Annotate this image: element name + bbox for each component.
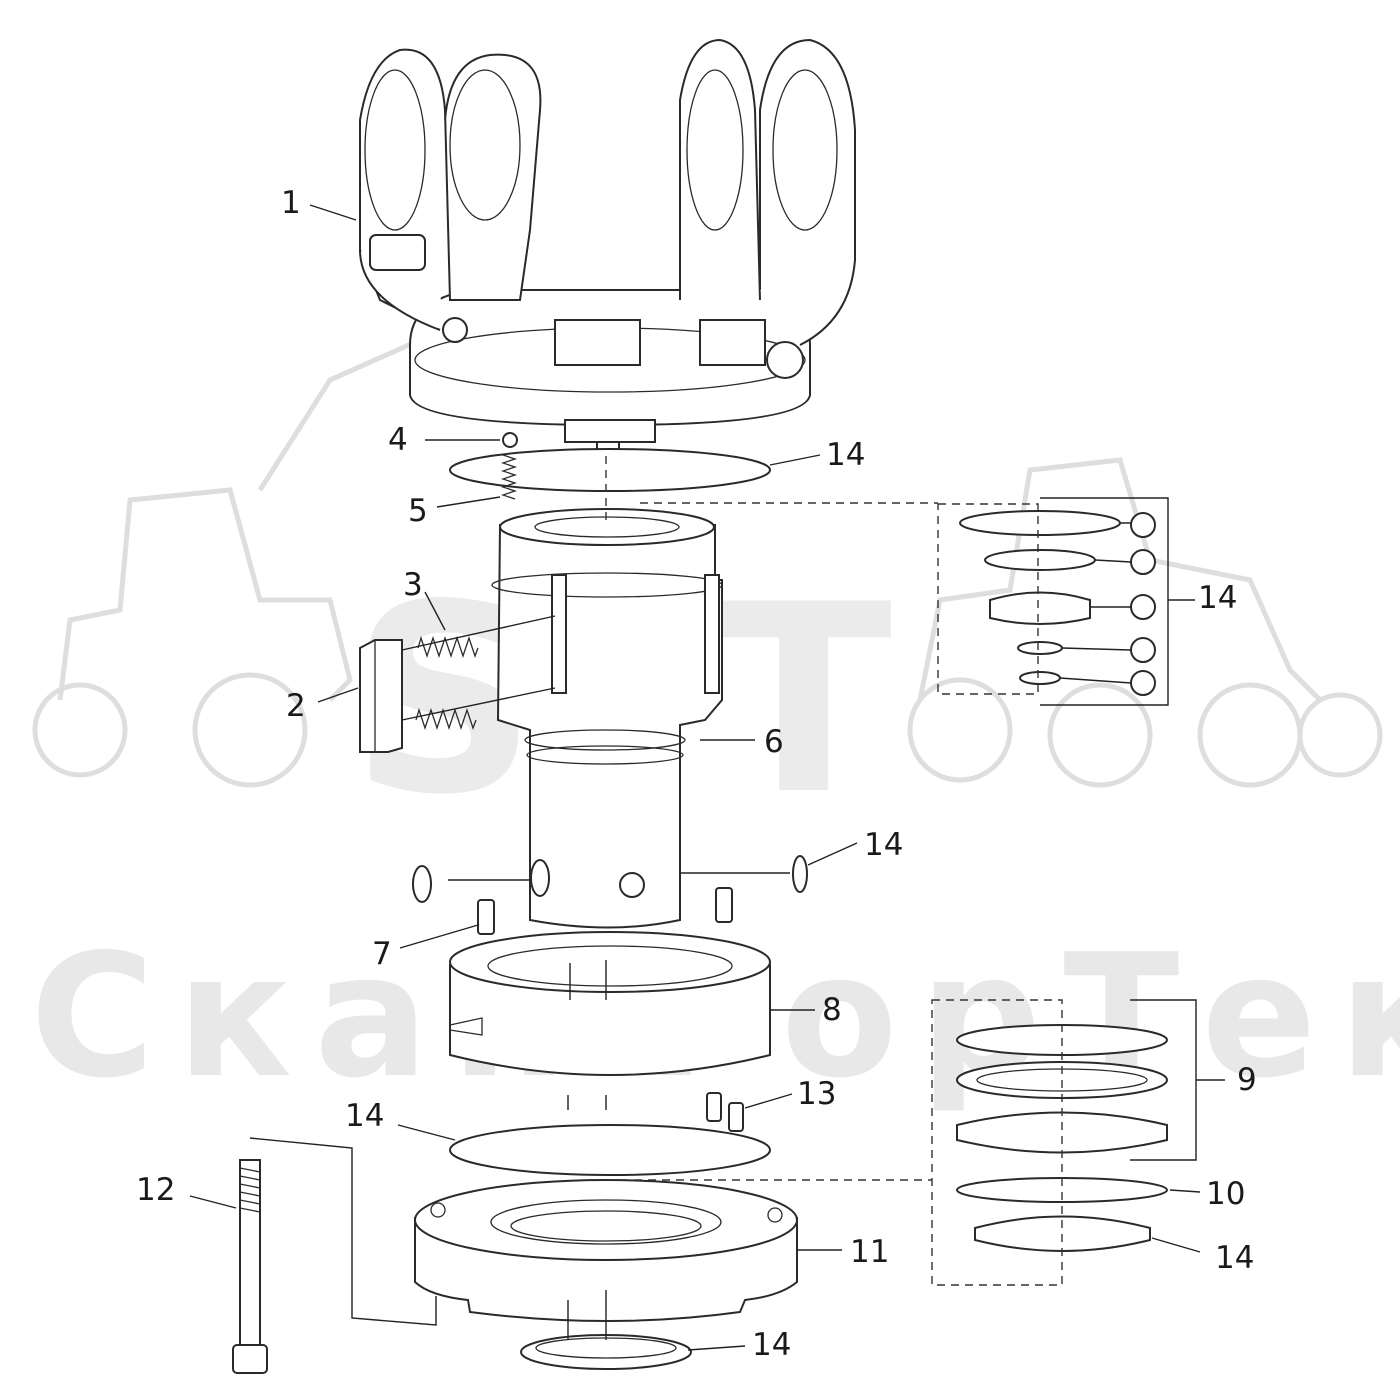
callout-14-seal-kit: 14 xyxy=(1198,580,1237,616)
callout-11: 11 xyxy=(850,1234,889,1270)
part-o-ring-middle xyxy=(449,1124,771,1176)
callout-8: 8 xyxy=(822,992,842,1028)
part-pin-left xyxy=(477,899,495,935)
part-small-o-ring-right xyxy=(792,855,808,893)
seal-kit-ring-5 xyxy=(1019,671,1061,685)
callout-14-bottom: 14 xyxy=(752,1327,791,1363)
part-spring-small xyxy=(500,454,518,500)
part-seal-ring-right xyxy=(974,1215,1151,1252)
callout-1: 1 xyxy=(281,185,301,221)
part-housing-ring xyxy=(449,931,771,1076)
profile-icon-3 xyxy=(1130,594,1156,620)
seal-profile-icons xyxy=(1130,512,1156,696)
part-dowel-b xyxy=(728,1102,744,1132)
part-pin-right xyxy=(715,887,733,923)
profile-icon-2 xyxy=(1130,549,1156,575)
callout-9: 9 xyxy=(1237,1062,1257,1098)
bearing-washer-bottom xyxy=(956,1111,1168,1154)
callout-13: 13 xyxy=(797,1076,836,1112)
part-o-ring-top xyxy=(449,448,771,492)
part-ball xyxy=(502,432,518,448)
seal-kit-ring-4 xyxy=(1017,641,1063,655)
part-small-o-ring-left xyxy=(412,865,432,903)
part-dowel-a xyxy=(706,1092,722,1122)
part-base-flange xyxy=(414,1179,798,1322)
callout-14-top: 14 xyxy=(826,437,865,473)
assembly-lines xyxy=(249,456,938,1340)
callout-12: 12 xyxy=(136,1172,175,1208)
callout-6: 6 xyxy=(764,724,784,760)
seal-kit-ring-1 xyxy=(959,510,1121,536)
part-bolt xyxy=(232,1159,268,1374)
callout-5: 5 xyxy=(408,493,428,529)
callout-2: 2 xyxy=(286,688,306,724)
seal-kit-ring-3 xyxy=(989,591,1091,625)
callout-4: 4 xyxy=(388,422,408,458)
profile-icon-5 xyxy=(1130,670,1156,696)
part-seal-bottom xyxy=(520,1334,692,1370)
callout-7: 7 xyxy=(372,936,392,972)
seal-kit-ring-2 xyxy=(984,549,1096,571)
profile-icon-1 xyxy=(1130,512,1156,538)
callout-14-right: 14 xyxy=(1215,1240,1254,1276)
part-springs-pair xyxy=(415,635,479,731)
callout-10: 10 xyxy=(1206,1176,1245,1212)
watermark-tractor-right xyxy=(907,457,1383,788)
callouts: 1 2 3 4 5 6 7 8 9 10 11 12 13 14 14 14 1… xyxy=(136,185,1257,1363)
callout-14-middle: 14 xyxy=(345,1098,384,1134)
profile-icon-4 xyxy=(1130,637,1156,663)
part-yoke xyxy=(359,38,856,457)
part-key xyxy=(359,639,403,753)
part-shaft xyxy=(491,508,723,929)
callout-14-small-o-ring: 14 xyxy=(864,827,903,863)
bearing-kit-group xyxy=(931,999,1225,1286)
callout-leaders xyxy=(189,204,1201,1351)
callout-3: 3 xyxy=(403,567,423,603)
seal-kit-group xyxy=(937,497,1195,706)
